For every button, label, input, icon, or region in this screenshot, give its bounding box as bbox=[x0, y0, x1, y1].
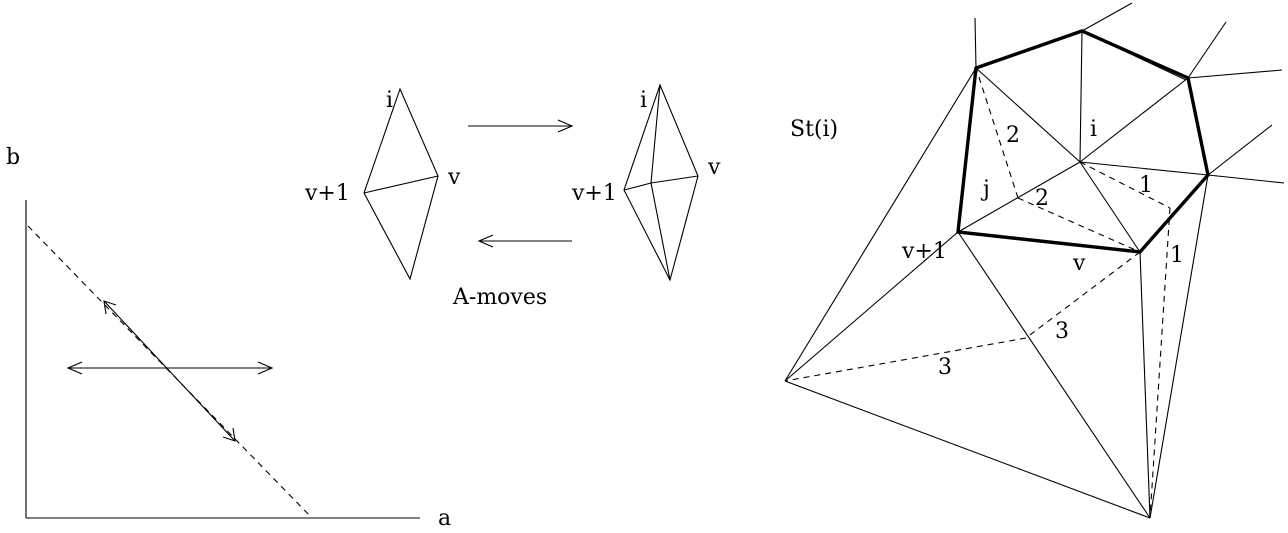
quad-after-vertex-i: i bbox=[640, 88, 647, 113]
outer-edge-v-plus-1-to-bottom bbox=[957, 231, 1151, 519]
ray-top-right bbox=[1187, 21, 1227, 79]
star-label-j: j bbox=[980, 177, 990, 202]
quad-after-vertex-v: v bbox=[707, 155, 721, 180]
move-arrowhead-back bbox=[477, 234, 494, 248]
move-arrowhead-forward bbox=[557, 119, 574, 133]
outer-edge-right-to-bottom bbox=[1149, 174, 1209, 519]
star-label-1-lower: 1 bbox=[1170, 243, 1184, 268]
outer-edge-left-to-bottom-left bbox=[784, 67, 977, 382]
dashed-right-point-to-bottom bbox=[1149, 207, 1171, 519]
ray-right-1 bbox=[1187, 69, 1283, 79]
spoke-to-v-plus-1 bbox=[957, 161, 1081, 233]
ray-top-left bbox=[974, 17, 977, 69]
arrowhead-left bbox=[66, 361, 83, 375]
star-title: St(i) bbox=[790, 117, 838, 142]
x-axis-label: a bbox=[438, 506, 451, 531]
diagonal-double-arrow bbox=[103, 300, 236, 442]
quad-before-outline bbox=[363, 87, 439, 281]
quad-after-inner-right bbox=[650, 175, 699, 184]
ray-top-1 bbox=[1081, 2, 1133, 32]
quad-after-inner-left bbox=[623, 182, 652, 191]
star-label-3-upper: 3 bbox=[1055, 319, 1069, 344]
star-label-2-middle: 2 bbox=[1035, 186, 1049, 211]
star-label-v: v bbox=[1072, 251, 1086, 276]
quad-before-vertex-v: v bbox=[447, 165, 461, 190]
dashed-v-to-midpoint bbox=[1025, 251, 1141, 339]
dashed-j-to-top-left bbox=[975, 67, 1019, 199]
star-label-v-plus-1: v+1 bbox=[901, 239, 947, 264]
arrowhead-down-right bbox=[222, 427, 236, 442]
outer-edge-bottom-left-to-v-plus-1 bbox=[784, 231, 959, 382]
outer-edge-bottom-left-to-bottom bbox=[784, 380, 1151, 519]
arrowhead-right bbox=[257, 361, 274, 375]
link-polygon bbox=[956, 29, 1210, 254]
quad-before-vertex-i: i bbox=[386, 88, 393, 113]
dashed-midpoint-to-bottom-left bbox=[784, 337, 1027, 382]
spoke-to-top-left bbox=[975, 67, 1081, 163]
ray-right-3 bbox=[1207, 174, 1285, 184]
star-label-3-lower: 3 bbox=[938, 355, 952, 380]
quad-before: i v v+1 bbox=[304, 87, 461, 281]
y-axis-label: b bbox=[6, 145, 20, 170]
star-label-2-upper: 2 bbox=[1006, 123, 1020, 148]
a-moves-caption: A-moves bbox=[452, 285, 547, 310]
dashed-center-to-right-point bbox=[1079, 161, 1171, 209]
quad-after-outline bbox=[623, 83, 699, 282]
spoke-to-v bbox=[1079, 161, 1141, 253]
outer-edge-v-to-bottom bbox=[1139, 251, 1151, 519]
quad-after: i v v+1 bbox=[571, 83, 721, 282]
a-moves-illustration: i v v+1 A-moves i v v+1 bbox=[304, 83, 721, 310]
quad-after-vertex-v-plus-1: v+1 bbox=[571, 181, 617, 206]
quad-before-vertex-v-plus-1: v+1 bbox=[304, 181, 350, 206]
ab-plot: b a bbox=[6, 145, 451, 531]
star-label-1-upper: 1 bbox=[1139, 173, 1153, 198]
star-of-i: St(i) i j v v+1 bbox=[784, 2, 1285, 519]
ray-right-2 bbox=[1207, 124, 1273, 176]
star-center-label: i bbox=[1090, 117, 1097, 142]
spoke-to-right bbox=[1079, 161, 1209, 176]
spoke-to-top-right bbox=[1079, 77, 1189, 163]
arrowhead-up-left bbox=[103, 300, 117, 315]
spoke-to-top bbox=[1079, 30, 1083, 163]
quad-before-diagonal bbox=[363, 175, 439, 194]
dashed-j-to-v bbox=[1017, 197, 1141, 253]
